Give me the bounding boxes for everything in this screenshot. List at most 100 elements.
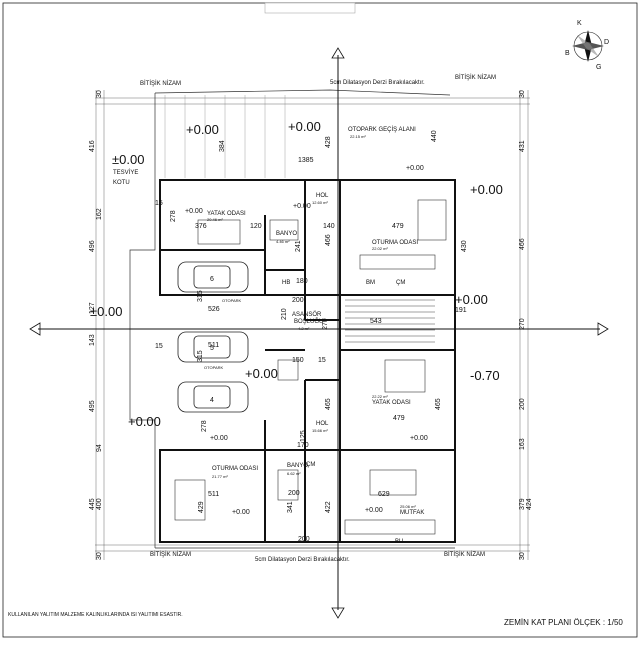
label-bm: BM bbox=[366, 280, 375, 286]
elevation-tesviye: ±0.00 bbox=[112, 152, 144, 167]
room-otopark-gecis: OTOPARK GEÇİŞ ALANI bbox=[348, 126, 416, 133]
area-mutfak: 25.06 m² bbox=[400, 504, 416, 509]
elevation-hol-top: +0.00 bbox=[293, 203, 311, 210]
area-oturma-odasi-bottom: 21.77 m² bbox=[212, 474, 228, 479]
room-banyo-top: BANYO bbox=[276, 231, 297, 237]
dim-465-mid: 465 bbox=[325, 398, 332, 410]
dim-191: 191 bbox=[455, 307, 467, 314]
elevation-top-left: +0.00 bbox=[186, 122, 219, 137]
compass-north: K bbox=[577, 20, 582, 27]
dim-200: 200 bbox=[288, 490, 300, 497]
label-cm-top: ÇM bbox=[396, 280, 405, 286]
section-arrow-right-icon bbox=[597, 322, 609, 336]
dim-429: 429 bbox=[198, 501, 205, 513]
room-oturma-odasi-top: OTURMA ODASI bbox=[372, 240, 418, 246]
label-kotu: KOTU bbox=[113, 180, 130, 186]
label-dilatasyon-top: 5cm Dilatasyon Derzi Bırakılacaktır. bbox=[330, 80, 425, 86]
stairs bbox=[345, 299, 435, 343]
section-arrow-bottom-icon bbox=[331, 607, 345, 619]
dim-424: 424 bbox=[526, 498, 533, 510]
dim-376: 376 bbox=[195, 223, 207, 230]
footnote: KULLANILAN YALITIM MALZEME KALINLIKLARIN… bbox=[8, 612, 183, 618]
label-bitisik-top-left: BİTİŞİK NİZAM bbox=[140, 80, 181, 87]
dim-200-bottom: 200 bbox=[298, 536, 310, 543]
compass-icon: K G D B bbox=[565, 20, 609, 71]
label-bu: BU bbox=[395, 539, 403, 545]
dim-495: 495 bbox=[89, 400, 96, 412]
dim-315-bottom: 315 bbox=[197, 350, 204, 362]
dim-465-right: 465 bbox=[435, 398, 442, 410]
dim-162: 162 bbox=[96, 208, 103, 220]
area-yatak-odasi-top: 20.46 m² bbox=[207, 217, 223, 222]
label-bitisik-bottom-right: BİTİŞİK NİZAM bbox=[444, 551, 485, 558]
elevation-top-mid: +0.00 bbox=[288, 119, 321, 134]
dim-241: 241 bbox=[295, 240, 302, 252]
dim-15-b: 15 bbox=[155, 343, 163, 350]
area-hol-top: 12.60 m² bbox=[312, 200, 328, 205]
room-yatak-odasi-top: YATAK ODASI bbox=[207, 211, 246, 217]
area-hol-bottom: 15.66 m² bbox=[312, 428, 328, 433]
dim-526: 526 bbox=[208, 306, 220, 313]
label-dilatasyon-bottom: 5cm Dilatasyon Derzi Bırakılacaktır. bbox=[255, 557, 350, 563]
room-oturma-odasi-bottom: OTURMA ODASI bbox=[212, 466, 258, 472]
elevation-center: +0.00 bbox=[245, 366, 278, 381]
parking-ramp-hatch bbox=[164, 95, 286, 178]
dim-150: 150 bbox=[292, 357, 304, 364]
label-cm-bottom: ÇM bbox=[306, 462, 315, 468]
area-banyo-bottom: 6.62 m² bbox=[287, 471, 301, 476]
dim-140: 140 bbox=[323, 223, 335, 230]
dim-30-right-top: 30 bbox=[519, 90, 526, 98]
compass-south: G bbox=[596, 64, 601, 71]
dim-422: 422 bbox=[325, 501, 332, 513]
area-asansor: 4.2 m² bbox=[298, 326, 310, 331]
dim-94: 94 bbox=[96, 444, 103, 452]
area-yatak-odasi-bottom: 22.22 m² bbox=[372, 394, 388, 399]
label-bitisik-bottom-left: BİTİŞİK NİZAM bbox=[150, 551, 191, 558]
dim-125: 125 bbox=[300, 430, 307, 442]
elevation-parking-area: +0.00 bbox=[406, 165, 424, 172]
room-otopark-upper: OTOPARK bbox=[222, 298, 242, 303]
dim-629: 629 bbox=[378, 491, 390, 498]
label-hb: HB bbox=[282, 280, 290, 286]
dim-479-bottom: 479 bbox=[393, 415, 405, 422]
dim-341: 341 bbox=[287, 501, 294, 513]
site-boundary-top bbox=[154, 89, 451, 96]
dim-163: 163 bbox=[519, 438, 526, 450]
dim-127: 127 bbox=[89, 302, 96, 314]
dim-400: 400 bbox=[96, 498, 103, 510]
area-otopark-gecis: 22.15 m² bbox=[350, 134, 366, 139]
elevation-right-mid: +0.00 bbox=[455, 292, 488, 307]
dim-15-a: 15 bbox=[318, 357, 326, 364]
dim-278-bottom: 278 bbox=[201, 420, 208, 432]
parking-cars bbox=[177, 261, 249, 413]
compass-east: D bbox=[604, 39, 609, 46]
title-tab bbox=[264, 2, 356, 14]
dim-315-top: 315 bbox=[197, 290, 204, 302]
compass-west: B bbox=[565, 50, 570, 57]
dim-416: 416 bbox=[89, 140, 96, 152]
elevation-bedroom: +0.00 bbox=[185, 208, 203, 215]
elevation-left-lower: +0.00 bbox=[128, 414, 161, 429]
dim-440: 440 bbox=[431, 130, 438, 142]
dim-466-right: 466 bbox=[519, 238, 526, 250]
dim-180: 180 bbox=[296, 278, 308, 285]
room-asansor-2: BOŞLUĞU bbox=[294, 318, 323, 325]
dim-270: 270 bbox=[322, 318, 329, 330]
dim-210: 210 bbox=[281, 308, 288, 320]
building-walls bbox=[159, 179, 456, 543]
parking-number-6: 6 bbox=[210, 276, 214, 283]
room-mutfak: MUTFAK bbox=[400, 510, 424, 516]
furniture bbox=[174, 199, 447, 535]
dim-30-left-top: 30 bbox=[96, 90, 103, 98]
dim-384: 384 bbox=[219, 140, 226, 152]
room-hol-bottom: HOL bbox=[316, 421, 329, 427]
dim-543: 543 bbox=[370, 318, 382, 325]
dim-511-mid: 511 bbox=[208, 342, 219, 349]
elevation-right-upper: +0.00 bbox=[470, 182, 503, 197]
dim-270-right: 270 bbox=[519, 318, 526, 330]
label-bitisik-top-right: BİTİŞİK NİZAM bbox=[455, 74, 496, 81]
dim-200-elevator: 200 bbox=[292, 297, 304, 304]
section-lines bbox=[38, 55, 600, 610]
